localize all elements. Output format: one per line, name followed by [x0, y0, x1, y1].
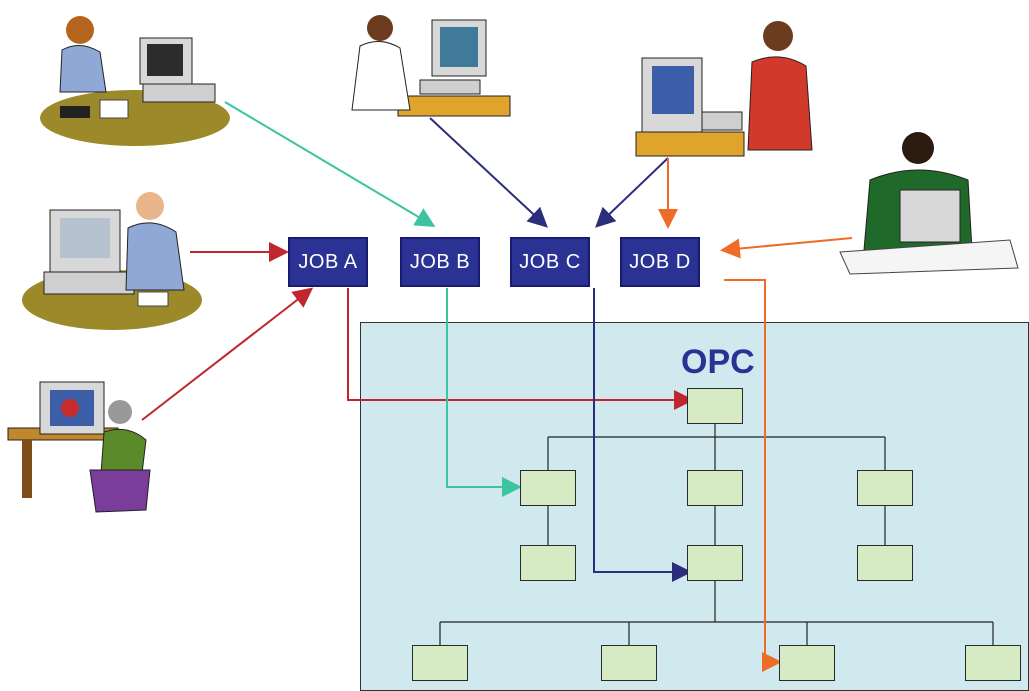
woman-at-computer-icon	[351, 15, 511, 117]
opc-node-l2-left	[520, 545, 576, 581]
opc-node-leaf-1	[412, 645, 468, 681]
opc-node-l2-mid	[687, 545, 743, 581]
opc-node-leaf-3	[779, 645, 835, 681]
opc-node-root	[687, 388, 743, 424]
job-d-box: JOB D	[620, 237, 700, 287]
job-a-box: JOB A	[288, 237, 368, 287]
job-b-box: JOB B	[400, 237, 480, 287]
arrow-job-c-to-node	[593, 288, 692, 582]
opc-title: OPC	[681, 343, 755, 381]
opc-node-leaf-4	[965, 645, 1021, 681]
arrow-woman-to-job-a	[141, 287, 314, 421]
opc-panel	[360, 322, 1029, 691]
arrow-job-a-to-root	[347, 288, 694, 410]
opc-node-l1-mid	[687, 470, 743, 506]
tree-lines	[439, 424, 994, 645]
executive-at-desk-icon	[839, 132, 1019, 275]
headset-operator-icon	[635, 21, 813, 157]
opc-node-l2-right	[857, 545, 913, 581]
arrow-job-b-to-node	[446, 288, 522, 497]
arrow-job-d-to-leaf	[724, 279, 782, 672]
opc-node-l1-left	[520, 470, 576, 506]
person-at-monitor-icon	[7, 381, 151, 513]
arrow-headset-to-job-c	[595, 157, 669, 228]
man-at-computer-icon	[22, 192, 202, 330]
arrow-phone-to-job-b	[224, 101, 436, 228]
woman-on-phone-icon	[40, 16, 230, 146]
arrow-executive-to-job-d	[720, 237, 853, 259]
opc-node-leaf-2	[601, 645, 657, 681]
arrow-doctor-to-job-c	[429, 117, 548, 228]
job-c-box: JOB C	[510, 237, 590, 287]
opc-node-l1-right	[857, 470, 913, 506]
